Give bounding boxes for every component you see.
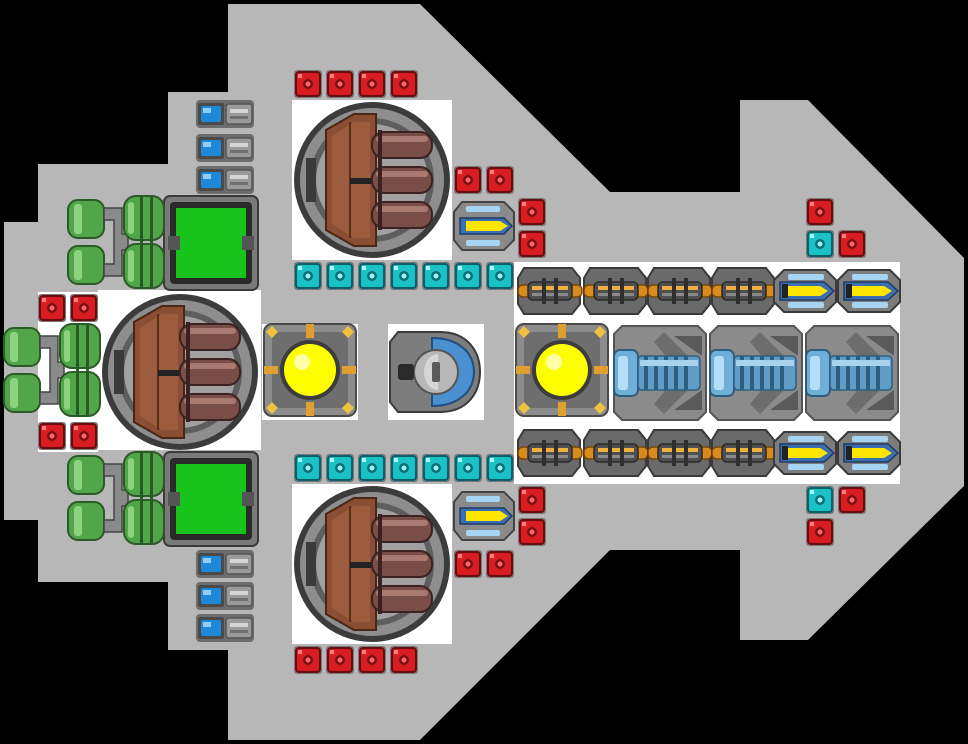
cockpit[interactable] (387, 323, 485, 421)
fuel-cells-top[interactable] (195, 99, 255, 195)
missile-pod-bottom[interactable] (453, 491, 515, 541)
turret-rear[interactable] (101, 293, 259, 451)
ammo-cyan-top-row[interactable] (293, 261, 515, 291)
fuel-cells-bottom[interactable] (195, 549, 255, 643)
ion-engines[interactable] (613, 325, 899, 421)
ammo-cyan-bottom-row[interactable] (293, 453, 515, 483)
reactor-left[interactable] (263, 323, 357, 417)
turret-bottom[interactable] (293, 485, 451, 643)
turret-top[interactable] (293, 101, 451, 259)
missile-pod-top[interactable] (453, 201, 515, 251)
reactor-right[interactable] (515, 323, 609, 417)
control-screen-bottom[interactable] (163, 451, 259, 547)
control-screen-top[interactable] (163, 195, 259, 291)
